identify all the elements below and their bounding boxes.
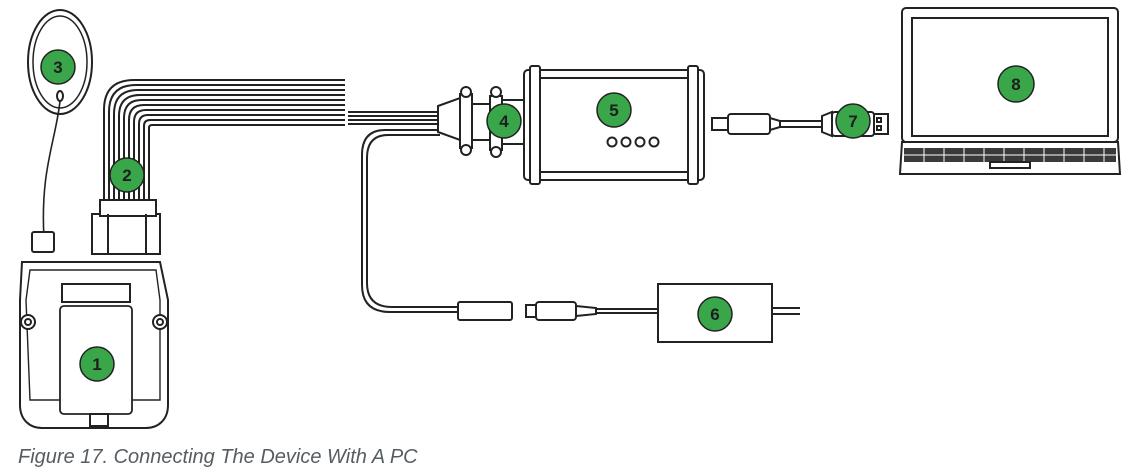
sensor-loop-icon [27,9,93,239]
badge-7: 7 [835,103,871,139]
badge-2: 2 [109,157,145,193]
badge-4: 4 [486,103,522,139]
svg-text:1: 1 [92,355,101,374]
power-adapter-icon [457,283,800,343]
badge-6: 6 [697,296,733,332]
figure-caption: Figure 17. Connecting The Device With A … [18,446,418,468]
svg-text:6: 6 [710,305,719,324]
ecu-module-icon [19,231,169,429]
connection-diagram: 3 2 1 4 5 7 8 6 [19,7,1122,429]
badge-3: 3 [40,49,76,85]
svg-text:4: 4 [499,112,509,131]
svg-text:3: 3 [53,58,62,77]
multi-wire-harness-icon [91,79,440,255]
badge-8: 8 [997,65,1035,103]
svg-text:7: 7 [848,112,857,131]
svg-text:2: 2 [122,166,131,185]
svg-text:8: 8 [1011,75,1020,94]
power-cable-icon [361,129,458,313]
badge-1: 1 [79,346,115,382]
badge-5: 5 [596,92,632,128]
svg-text:5: 5 [609,101,618,120]
